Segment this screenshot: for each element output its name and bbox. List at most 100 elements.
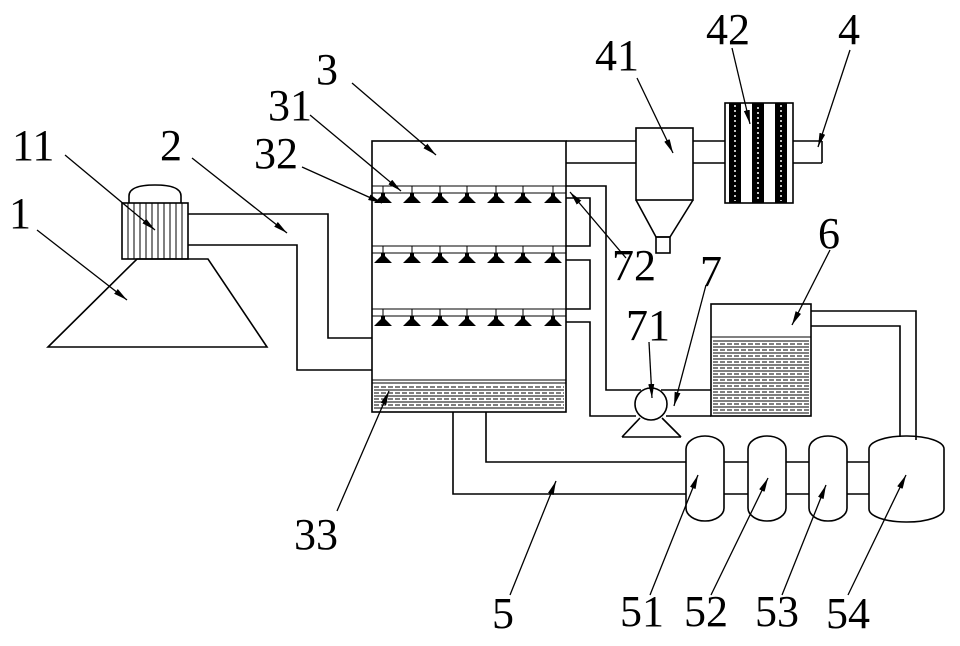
nozzle xyxy=(458,316,476,326)
filter-element xyxy=(729,103,741,203)
nozzle xyxy=(431,316,449,326)
leader-52 xyxy=(710,477,769,596)
callout-53: 53 xyxy=(755,587,799,636)
callout-72: 72 xyxy=(612,241,656,290)
nozzle xyxy=(514,193,532,203)
callout-11: 11 xyxy=(12,121,54,170)
fan-body xyxy=(121,202,189,260)
tower-body xyxy=(371,140,567,413)
nozzle xyxy=(374,253,392,263)
callout-32: 32 xyxy=(254,129,298,178)
callout-52: 52 xyxy=(684,587,728,636)
nozzle xyxy=(544,193,562,203)
leader-lines xyxy=(36,47,907,596)
leader-72 xyxy=(569,191,627,259)
inlet-duct xyxy=(188,213,372,371)
cyclone xyxy=(635,127,694,254)
pump-body xyxy=(634,387,668,421)
water-layer xyxy=(372,379,566,409)
leader-32 xyxy=(301,166,383,204)
leader-11 xyxy=(64,154,156,231)
return-pipe-outer xyxy=(566,185,641,391)
callout-6: 6 xyxy=(818,209,840,258)
tank-outlet-pipe-outer xyxy=(811,310,917,440)
callout-5: 5 xyxy=(492,589,514,638)
nozzle xyxy=(487,193,505,203)
hood xyxy=(46,258,269,348)
callout-7: 7 xyxy=(700,247,722,296)
nozzle xyxy=(487,316,505,326)
spray-band xyxy=(372,185,566,203)
nozzle xyxy=(487,253,505,263)
leader-4 xyxy=(817,49,851,148)
spray-band xyxy=(372,245,566,263)
return-pipe xyxy=(566,185,711,417)
tank xyxy=(710,303,812,417)
treatment-vessels xyxy=(685,435,945,523)
vessel-52 xyxy=(747,435,787,522)
return-pipe-inner xyxy=(566,197,591,247)
callout-71: 71 xyxy=(626,301,670,350)
leader-71 xyxy=(648,341,655,399)
inlet-duct-inner xyxy=(188,244,372,371)
nozzle xyxy=(431,193,449,203)
callout-51: 51 xyxy=(620,587,664,636)
nozzle xyxy=(514,316,532,326)
cyclone-cone xyxy=(635,199,694,238)
fan xyxy=(121,184,189,260)
nozzle xyxy=(403,253,421,263)
nozzle xyxy=(374,316,392,326)
callout-3: 3 xyxy=(316,45,338,94)
tank-water xyxy=(711,336,811,414)
cyclone-outlet xyxy=(655,236,671,254)
drain-pipe xyxy=(452,412,869,495)
tank-outlet-pipe-inner xyxy=(811,325,901,437)
inlet-duct-outer xyxy=(188,213,372,339)
fan-stripes xyxy=(127,203,183,259)
leader-1 xyxy=(36,229,128,301)
spray-band xyxy=(372,308,566,326)
vessel-53 xyxy=(808,435,848,522)
leader-6 xyxy=(791,249,831,326)
drain-pipe-outer xyxy=(452,412,686,495)
callout-33: 33 xyxy=(294,510,338,559)
nozzle xyxy=(458,193,476,203)
callout-31: 31 xyxy=(268,81,312,130)
vessel-54 xyxy=(868,435,945,523)
pump-base xyxy=(621,417,682,438)
leader-33 xyxy=(336,390,390,512)
nozzle xyxy=(374,193,392,203)
nozzle xyxy=(544,253,562,263)
nozzle xyxy=(544,316,562,326)
callout-2: 2 xyxy=(160,121,182,170)
nozzle xyxy=(458,253,476,263)
vessel-51 xyxy=(685,435,725,522)
callout-1: 1 xyxy=(9,189,31,238)
return-pipe-inner xyxy=(566,321,636,417)
leader-42 xyxy=(731,47,751,125)
leader-2 xyxy=(191,157,288,234)
tank-body xyxy=(710,303,812,417)
fan-dome xyxy=(128,184,182,203)
nozzle xyxy=(514,253,532,263)
callout-4: 4 xyxy=(838,5,860,54)
filter-element xyxy=(775,103,787,203)
return-pipe-inner xyxy=(566,259,591,310)
leader-53 xyxy=(781,484,827,596)
callout-54: 54 xyxy=(826,589,870,638)
leader-41 xyxy=(636,77,674,154)
callout-labels: 1 11 2 3 31 32 33 4 41 42 5 51 52 53 54 … xyxy=(9,5,870,638)
nozzle xyxy=(403,193,421,203)
nozzle xyxy=(431,253,449,263)
drain-pipe-inner xyxy=(485,412,686,463)
leader-3 xyxy=(351,82,437,156)
callout-41: 41 xyxy=(595,31,639,80)
filter xyxy=(724,102,794,204)
tower xyxy=(371,140,567,413)
leader-31 xyxy=(309,114,402,192)
leader-51 xyxy=(649,474,699,596)
outlet-duct xyxy=(566,140,636,164)
nozzle xyxy=(403,316,421,326)
leader-7 xyxy=(673,284,707,407)
